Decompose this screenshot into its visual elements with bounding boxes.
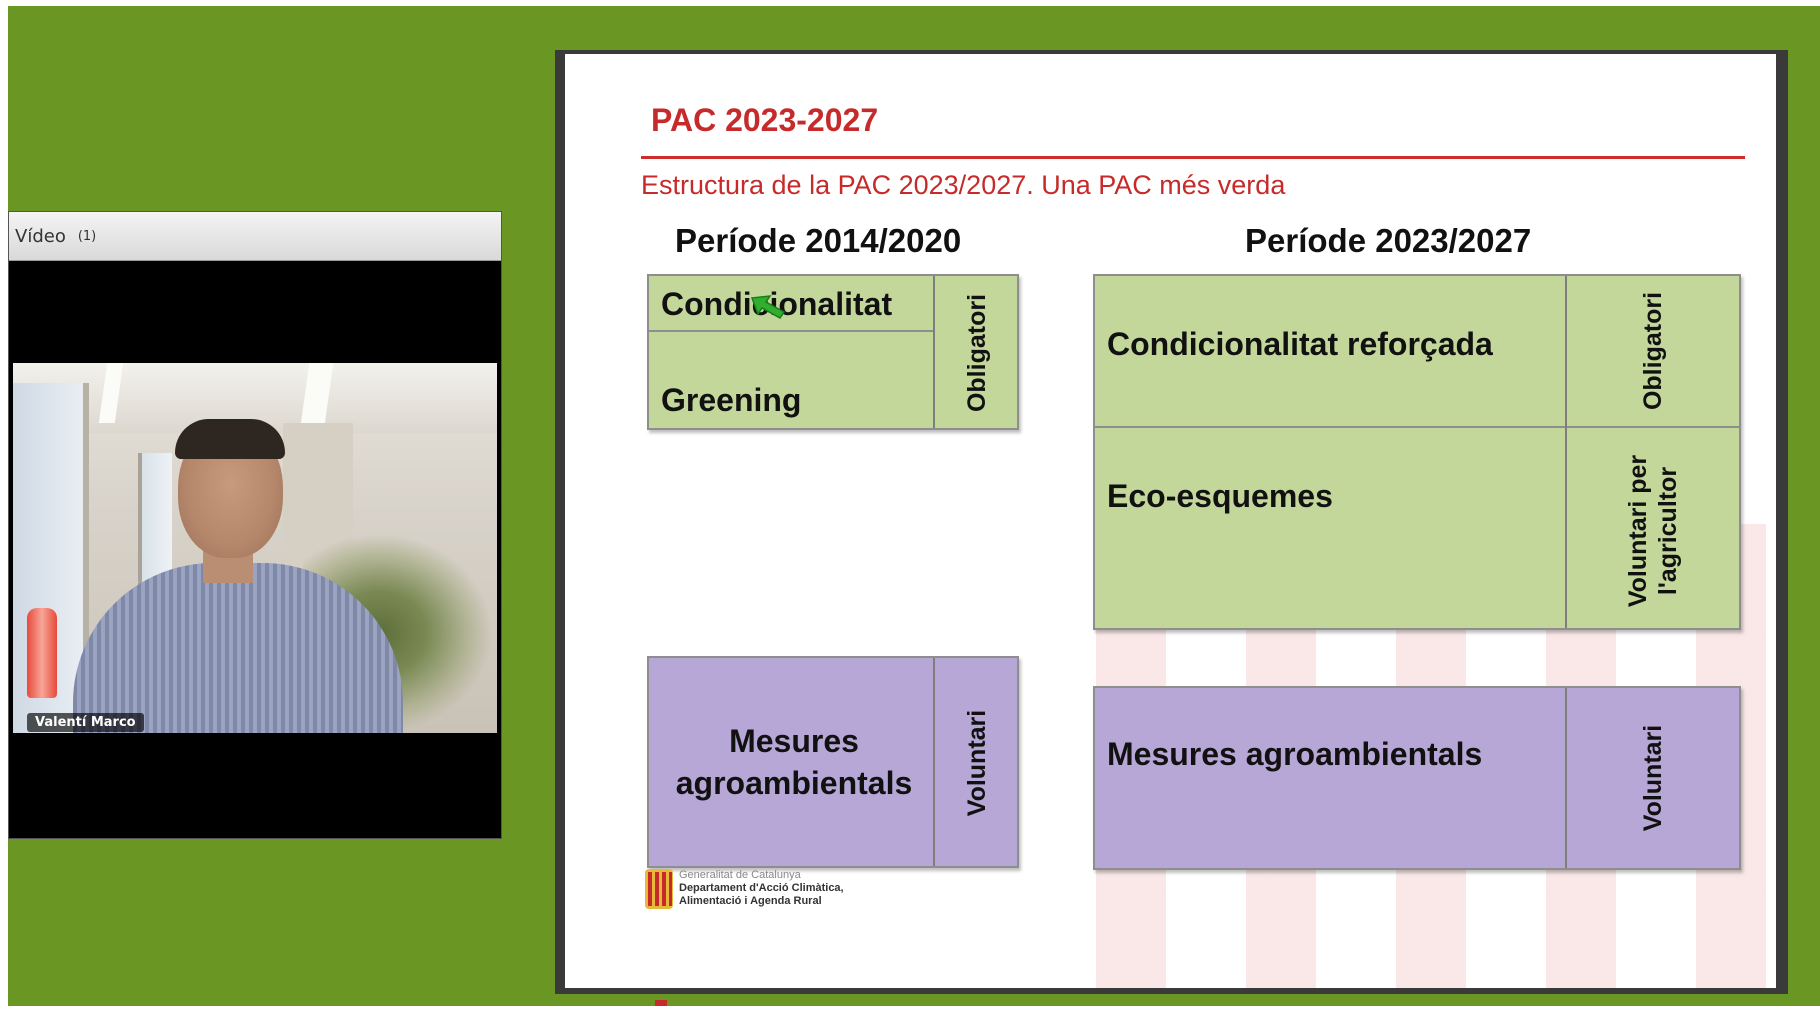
video-bottle	[27, 608, 57, 698]
greening-label: Greening	[661, 382, 802, 418]
logo-line-2: Departament d'Acció Climàtica,	[679, 882, 844, 894]
voluntari-tag: Voluntari	[963, 709, 991, 817]
voluntari-per-text: Voluntari per	[1624, 454, 1652, 608]
video-panel: Vídeo (1) Valentí Marco	[8, 211, 502, 839]
left-mandatory-box: Condicionalitat Greening Obligatori	[647, 274, 1019, 430]
participant-video[interactable]: Valentí Marco	[13, 363, 497, 733]
shared-slide-frame: PAC 2023-2027 Estructura de la PAC 2023/…	[555, 50, 1788, 994]
presentation-slide: PAC 2023-2027 Estructura de la PAC 2023/…	[565, 54, 1776, 988]
participant-hair	[175, 419, 285, 459]
left-voluntary-box: Mesures agroambientals Voluntari	[647, 656, 1019, 868]
right-green-box: Condicionalitat reforçada Obligatori Eco…	[1093, 274, 1741, 630]
participant-count: (1)	[77, 228, 97, 244]
column-divider	[1565, 688, 1567, 868]
logo-text: Generalitat de Catalunya Departament d'A…	[679, 869, 844, 908]
video-panel-title: Vídeo	[15, 225, 66, 247]
column-divider	[1565, 276, 1567, 628]
voluntari-tag: Voluntari	[1639, 724, 1667, 832]
slide-subtitle: Estructura de la PAC 2023/2027. Una PAC …	[641, 170, 1286, 200]
mesures-agroambientals-label: Mesures agroambientals	[675, 723, 913, 801]
slide-title: PAC 2023-2027	[651, 102, 879, 138]
column-divider	[933, 276, 935, 428]
generalitat-logo: Generalitat de Catalunya Departament d'A…	[645, 869, 844, 909]
video-panel-header[interactable]: Vídeo (1)	[9, 212, 501, 261]
condicionalitat-reforcada-label: Condicionalitat reforçada	[1107, 326, 1493, 362]
green-pointer-icon	[750, 295, 786, 319]
slide-indicator	[655, 1000, 667, 1006]
title-divider	[641, 156, 1745, 159]
logo-line-1: Generalitat de Catalunya	[679, 869, 801, 881]
row-divider	[1095, 426, 1739, 428]
eco-esquemes-label: Eco-esquemes	[1107, 478, 1333, 514]
period-label-2014-2020: Període 2014/2020	[675, 222, 962, 259]
mesures-agroambientals-label: Mesures agroambientals	[1107, 736, 1483, 772]
voluntari-agricultor-tag: Voluntari per l'agricultor	[1623, 426, 1683, 636]
column-divider	[933, 658, 935, 866]
row-divider	[649, 330, 935, 332]
agricultor-text: l'agricultor	[1654, 466, 1682, 596]
obligatori-tag: Obligatori	[1639, 291, 1667, 411]
generalitat-logo-icon	[645, 869, 673, 909]
period-label-2023-2027: Període 2023/2027	[1245, 222, 1532, 259]
participant-body	[73, 563, 403, 733]
obligatori-tag: Obligatori	[963, 293, 991, 413]
logo-line-3: Alimentació i Agenda Rural	[679, 895, 822, 907]
participant-name-tag: Valentí Marco	[27, 713, 144, 732]
right-voluntary-box: Mesures agroambientals Voluntari	[1093, 686, 1741, 870]
